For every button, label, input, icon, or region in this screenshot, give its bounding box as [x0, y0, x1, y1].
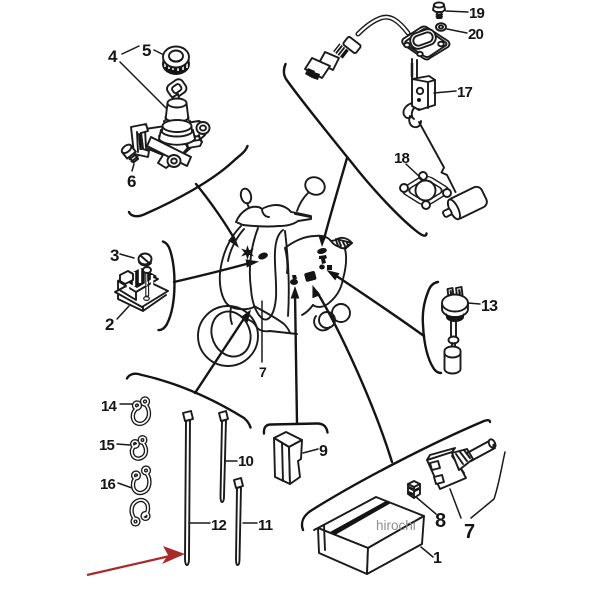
svg-text:20: 20 — [468, 26, 484, 43]
svg-text:18: 18 — [394, 150, 410, 167]
svg-text:10: 10 — [238, 453, 254, 470]
svg-text:15: 15 — [99, 437, 115, 454]
svg-text:14: 14 — [101, 398, 118, 415]
svg-text:17: 17 — [457, 84, 473, 101]
svg-text:19: 19 — [469, 5, 485, 22]
svg-text:3: 3 — [110, 246, 119, 265]
svg-text:4: 4 — [108, 47, 118, 66]
svg-text:12: 12 — [211, 517, 227, 534]
svg-text:13: 13 — [481, 298, 498, 315]
svg-text:hirochi: hirochi — [376, 518, 416, 533]
svg-text:6: 6 — [127, 172, 136, 191]
svg-text:8: 8 — [435, 510, 446, 532]
svg-text:7: 7 — [259, 364, 267, 380]
svg-text:16: 16 — [100, 476, 116, 493]
svg-text:2: 2 — [105, 315, 114, 334]
svg-text:11: 11 — [258, 517, 273, 534]
svg-text:1: 1 — [433, 550, 442, 567]
svg-text:5: 5 — [142, 41, 151, 60]
svg-text:9: 9 — [319, 443, 328, 460]
svg-text:7: 7 — [464, 521, 475, 543]
